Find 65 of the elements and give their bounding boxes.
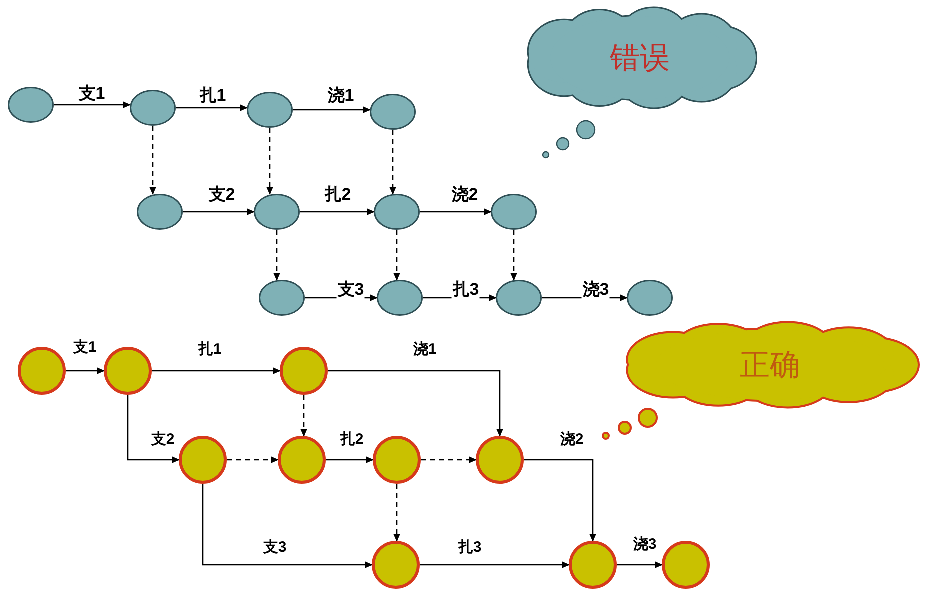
dashed-arrow: [266, 128, 274, 195]
edge-label: 扎1: [197, 341, 223, 359]
event-circle: [18, 347, 66, 395]
event-ellipse: [370, 94, 416, 130]
arrow: [420, 208, 492, 216]
arrow: [617, 562, 663, 568]
event-circle: [280, 347, 328, 395]
dashed-arrow: [394, 484, 400, 542]
edge-label: 浇3: [632, 536, 658, 554]
event-ellipse: [130, 90, 176, 126]
event-circle: [373, 436, 421, 484]
edge-label: 支2: [150, 431, 176, 449]
event-circle: [278, 436, 326, 484]
arrow: [420, 562, 570, 568]
arrow: [202, 484, 373, 568]
event-ellipse: [137, 194, 183, 230]
edge-label: 浇2: [559, 431, 585, 449]
dashed-arrow: [150, 126, 156, 195]
edge-label: 扎3: [452, 281, 480, 299]
event-ellipse: [8, 87, 54, 123]
event-circle: [662, 541, 710, 589]
dashed-arrow: [300, 395, 308, 437]
event-ellipse: [247, 92, 293, 128]
event-ellipse: [377, 280, 423, 316]
dashed-arrow: [421, 456, 477, 464]
arrow: [54, 102, 131, 108]
edge-label: 浇3: [582, 281, 610, 299]
edge-label: 支1: [78, 85, 106, 103]
event-circle: [569, 541, 617, 589]
dashed-arrow: [394, 230, 400, 281]
arrow: [183, 208, 255, 216]
event-ellipse: [254, 194, 300, 230]
arrow: [293, 106, 371, 114]
event-circle: [476, 436, 524, 484]
edge-label: 扎3: [457, 539, 483, 557]
edge-label: 支1: [72, 339, 98, 357]
arrow: [328, 370, 504, 437]
edge-label: 扎2: [324, 186, 352, 204]
edge-label: 支3: [336, 281, 366, 299]
arrow: [300, 208, 375, 216]
event-ellipse: [259, 280, 305, 316]
edge-label: 浇2: [450, 186, 480, 204]
arrow: [524, 459, 596, 542]
edge-label: 支2: [208, 186, 236, 204]
edge-label: 浇1: [412, 341, 438, 359]
event-circle: [104, 347, 152, 395]
edge-label: 浇1: [326, 87, 356, 105]
event-circle: [372, 541, 420, 589]
arrow: [176, 104, 248, 112]
edge-label: 扎1: [198, 87, 228, 105]
arrow: [66, 368, 105, 374]
event-ellipse: [374, 194, 420, 230]
event-ellipse: [496, 280, 542, 316]
dashed-arrow: [510, 230, 518, 281]
dashed-arrow: [227, 456, 279, 464]
edge-label: 支3: [262, 539, 288, 557]
event-ellipse: [491, 194, 537, 230]
arrow: [127, 395, 180, 464]
event-circle: [179, 436, 227, 484]
dashed-arrow: [274, 230, 280, 281]
edge-label: 扎2: [339, 431, 365, 449]
arrow: [326, 456, 374, 464]
event-ellipse: [627, 280, 673, 316]
dashed-arrow: [390, 130, 396, 195]
arrow: [152, 368, 281, 374]
